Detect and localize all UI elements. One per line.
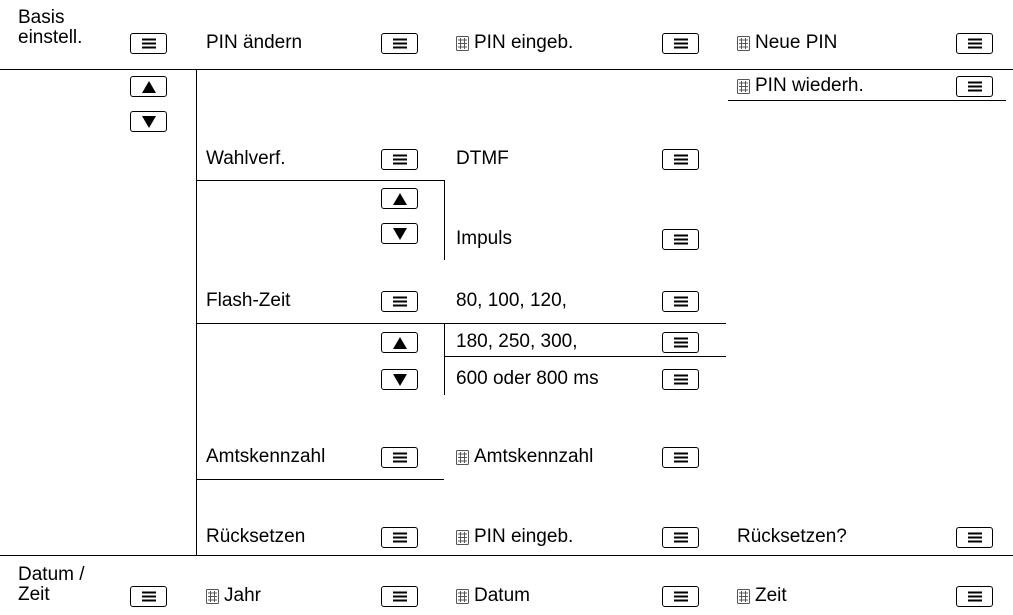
menu-key-icon <box>662 527 699 548</box>
menu-key-icon <box>381 447 418 468</box>
menu-key-icon <box>381 586 418 607</box>
top-rule <box>0 69 1013 70</box>
amtskennzahl-underline <box>196 479 444 480</box>
menu-key-icon <box>662 149 699 170</box>
amtskennzahl-input-label: Amtskennzahl <box>474 446 594 467</box>
ruecksetzen-label: Rücksetzen <box>206 526 306 547</box>
menu-key-icon <box>956 33 993 54</box>
menu-key-icon <box>662 447 699 468</box>
datum-input-label: Datum <box>474 585 530 606</box>
flash-values-line-1: 80, 100, 120, <box>456 290 567 311</box>
menu-key-icon <box>662 369 699 390</box>
menu-key-icon <box>662 332 699 353</box>
keypad-icon <box>737 79 750 94</box>
basis-einstellungen-label: Basis einstell. <box>18 7 83 48</box>
flash-underline <box>196 323 726 324</box>
arrow-down-key-icon <box>381 223 418 244</box>
menu-key-icon <box>662 229 699 250</box>
arrow-up-key-icon <box>381 188 418 209</box>
menu-key-icon <box>381 291 418 312</box>
jahr-label: Jahr <box>224 585 261 606</box>
keypad-icon <box>737 36 750 51</box>
amtskennzahl-label: Amtskennzahl <box>206 446 326 467</box>
wahlverfahren-label: Wahlverf. <box>206 148 286 169</box>
arrow-down-key-icon <box>381 369 418 390</box>
ruecksetzen-confirm-label: Rücksetzen? <box>737 526 847 547</box>
zeit-label: Zeit <box>755 585 787 606</box>
menu-key-icon <box>662 586 699 607</box>
flash-values-line-3: 600 oder 800 ms <box>456 368 599 389</box>
wahlverf-branch-line <box>444 180 445 260</box>
flash-option-underline <box>444 356 726 357</box>
dtmf-label: DTMF <box>456 148 509 169</box>
neue-pin-label: Neue PIN <box>755 32 838 53</box>
keypad-icon <box>456 450 469 465</box>
menu-key-icon <box>381 33 418 54</box>
menu-key-icon <box>956 527 993 548</box>
menu-key-icon <box>381 527 418 548</box>
menu-key-icon <box>381 149 418 170</box>
keypad-icon <box>737 589 750 604</box>
arrow-up-key-icon <box>130 76 167 97</box>
keypad-icon <box>456 589 469 604</box>
arrow-down-key-icon <box>130 111 167 132</box>
menu-key-icon <box>662 291 699 312</box>
impuls-label: Impuls <box>456 228 512 249</box>
branch-line-main <box>196 69 197 555</box>
flash-values-line-2: 180, 250, 300, <box>456 331 578 352</box>
flash-branch-line <box>444 323 445 395</box>
menu-key-icon <box>956 586 993 607</box>
pin-aendern-label: PIN ändern <box>206 32 303 53</box>
keypad-icon <box>456 530 469 545</box>
pin-eingeben-reset-label: PIN eingeb. <box>474 526 574 547</box>
bottom-rule <box>0 555 1013 556</box>
arrow-up-key-icon <box>381 332 418 353</box>
menu-key-icon <box>130 586 167 607</box>
pin-wiederh-underline <box>728 100 1006 101</box>
keypad-icon <box>456 36 469 51</box>
keypad-icon <box>206 589 219 604</box>
wahlverf-underline <box>196 180 444 181</box>
menu-key-icon <box>662 33 699 54</box>
pin-eingeben-label: PIN eingeb. <box>474 32 574 53</box>
flash-zeit-label: Flash-Zeit <box>206 290 291 311</box>
menu-key-icon <box>956 76 993 97</box>
datum-zeit-label: Datum / Zeit <box>18 564 85 605</box>
menu-key-icon <box>130 33 167 54</box>
pin-wiederholen-label: PIN wiederh. <box>755 75 864 96</box>
